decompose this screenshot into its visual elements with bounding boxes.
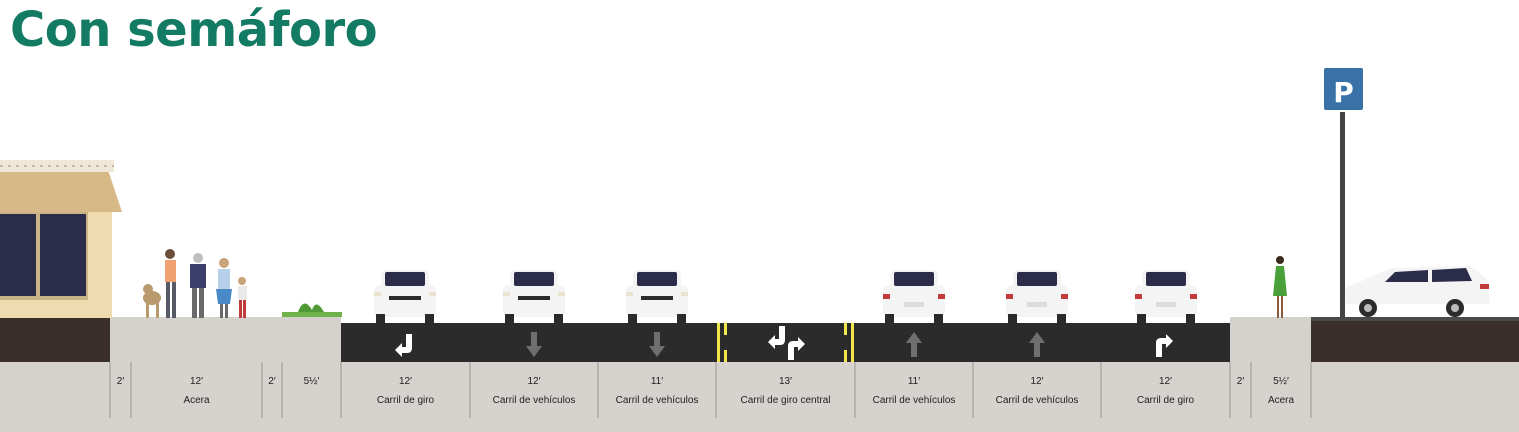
segment-width: 5½′ [303, 376, 320, 387]
left-curb-base [0, 318, 110, 362]
segment-width: 2′ [116, 376, 125, 387]
parked-car-icon [1345, 266, 1490, 317]
segment-name: Carril de giro [376, 395, 435, 406]
left-sidewalk [110, 317, 341, 362]
segment-label: 5½′ [282, 362, 341, 418]
segment-label: 2′ [262, 362, 282, 418]
segment-width: 12′ [527, 376, 541, 387]
segment-width: 12′ [399, 376, 412, 387]
segment-label: 12′ Carril de giro [1101, 362, 1230, 418]
segment-label: 13′ Carril de giro central [716, 362, 855, 418]
segment-width: 2′ [268, 376, 276, 387]
car-rear-icon [503, 270, 565, 323]
segment-label: 12′ Acera [131, 362, 262, 418]
segment-width: 5½′ [1273, 376, 1289, 387]
planter-icon [282, 303, 342, 317]
segment-label: 11′ Carril de vehículos [598, 362, 716, 418]
up-arrow-icon [1029, 332, 1045, 357]
right-turn-arrow-icon [1156, 334, 1173, 357]
segment-name: Carril de vehículos [492, 395, 576, 406]
storefront-icon [0, 160, 122, 318]
lane-arrows [395, 326, 1173, 360]
parking-sign-icon: P [1322, 66, 1365, 318]
parking-sign-letter: P [1333, 76, 1354, 109]
segment-name: Acera [183, 395, 210, 406]
car-rear-icon [374, 270, 436, 323]
segment-label: 12′ Carril de giro [341, 362, 470, 418]
segment-label: 12′ Carril de vehículos [973, 362, 1101, 418]
segment-label: 5½′ Acera [1251, 362, 1311, 418]
right-sidewalk [1230, 317, 1311, 362]
segment-name: Carril de giro central [740, 395, 831, 406]
segment-width: 11′ [907, 376, 921, 387]
pedestrian-icon [1273, 256, 1287, 318]
page-title: Con semáforo [10, 2, 378, 58]
segment-name: Carril de vehículos [995, 395, 1079, 406]
right-curb-base [1311, 320, 1519, 362]
segment-name: Acera [1267, 395, 1295, 406]
down-arrow-icon [649, 332, 665, 357]
up-arrow-icon [906, 332, 922, 357]
dimension-band [0, 362, 1519, 432]
two-way-left-turn-arrow-icon [768, 326, 785, 349]
segment-label: 2′ [1230, 362, 1251, 418]
pedestrians-icon [143, 249, 247, 318]
center-lane-markings [717, 323, 854, 362]
segment-width: 11′ [650, 376, 664, 387]
segment-name: Carril de vehículos [615, 395, 699, 406]
roadway-asphalt [341, 323, 1230, 362]
left-turn-arrow-icon [395, 334, 412, 357]
right-curb-top [1311, 317, 1519, 321]
segment-label: 11′ Carril de vehículos [855, 362, 973, 418]
segment-width: 2′ [1236, 376, 1245, 387]
segment-label: 12′ Carril de vehículos [470, 362, 598, 418]
segment-width: 12′ [1159, 376, 1172, 387]
car-rear-icon [626, 270, 688, 323]
car-front-icon [1006, 270, 1068, 323]
segment-name: Carril de vehículos [872, 395, 956, 406]
down-arrow-icon [526, 332, 542, 357]
segment-width: 12′ [190, 376, 203, 387]
segment-width: 12′ [1030, 376, 1044, 387]
segment-label: 2′ [110, 362, 131, 418]
car-front-icon [883, 270, 945, 323]
car-front-icon [1135, 270, 1197, 323]
segment-name: Carril de giro [1136, 395, 1195, 406]
segment-width: 13′ [779, 376, 792, 387]
